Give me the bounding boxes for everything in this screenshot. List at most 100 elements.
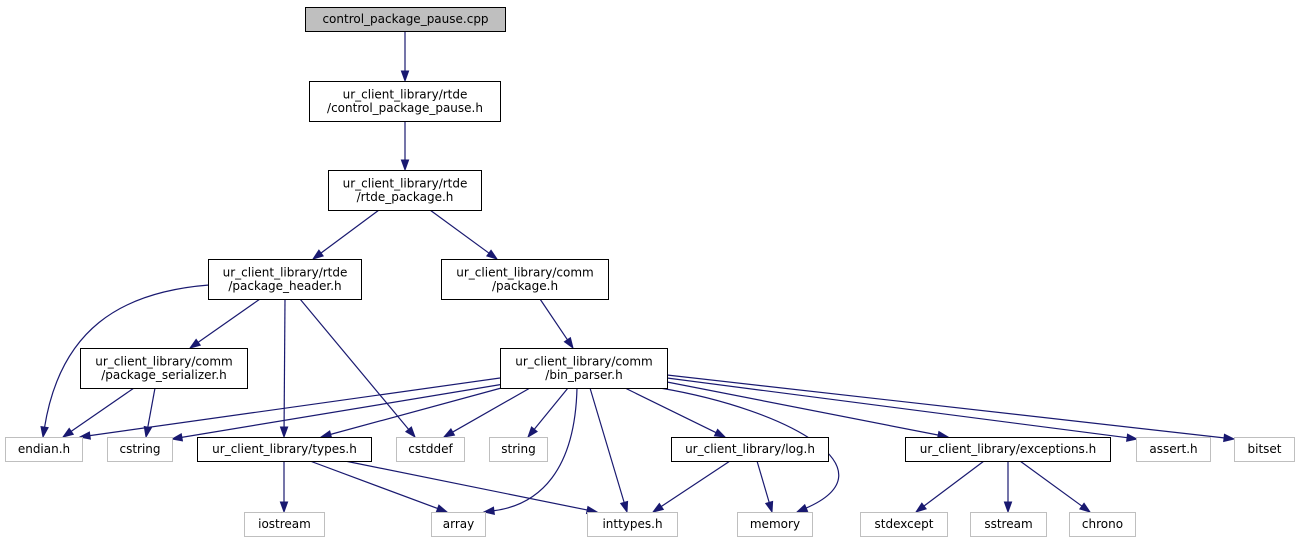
- edge-line: [666, 374, 1226, 439]
- arrowhead: [435, 504, 449, 513]
- node-label: assert.h: [1149, 442, 1197, 456]
- edge-bin_parser_h-to-types_h: [319, 386, 506, 439]
- arrowhead: [1078, 502, 1092, 513]
- arrowhead: [651, 502, 665, 513]
- node-iostream: iostream: [244, 512, 325, 537]
- node-bin-parser-h[interactable]: ur_client_library/comm/bin_parser.h: [500, 348, 668, 389]
- node-stdexcept: stdexcept: [860, 512, 948, 537]
- arrowhead: [713, 428, 727, 438]
- edge-bin_parser_h-to-string: [527, 387, 569, 439]
- arrowhead: [400, 70, 410, 83]
- edge-line: [624, 387, 718, 434]
- edge-bin_parser_h-to-cstddef: [442, 387, 531, 438]
- node-box: [671, 437, 829, 462]
- edge-line: [43, 284, 210, 429]
- edge-bin_parser_h-to-inttypes_h: [589, 387, 629, 514]
- node-types-h[interactable]: ur_client_library/types.h: [197, 437, 372, 462]
- edge-line: [309, 460, 439, 510]
- edge-line: [660, 460, 731, 508]
- node-box: [197, 437, 372, 462]
- edge-rtde_package_h-to-comm_package_h: [429, 209, 499, 260]
- edge-types_h-to-inttypes_h: [344, 460, 599, 515]
- node-box: [431, 512, 486, 537]
- edge-control_package_pause_cpp-to-control_package_pause_h: [400, 31, 410, 83]
- node-label: endian.h: [18, 442, 70, 456]
- node-label: /control_package_pause.h: [327, 101, 483, 115]
- node-sstream: sstream: [970, 512, 1047, 537]
- edge-line: [756, 460, 771, 504]
- edge-line: [344, 460, 589, 511]
- edge-rtde_package_h-to-package_header_h: [311, 209, 380, 260]
- node-box: [970, 512, 1047, 537]
- node-box: [489, 437, 548, 462]
- edge-line: [299, 298, 410, 431]
- arrowhead: [279, 501, 289, 514]
- edge-package_header_h-to-package_serializer_h: [188, 298, 261, 349]
- node-label: cstddef: [408, 442, 453, 456]
- edge-bin_parser_h-to-assert_h: [666, 377, 1139, 442]
- node-exceptions-h[interactable]: ur_client_library/exceptions.h: [905, 437, 1111, 462]
- edge-types_h-to-array: [309, 460, 449, 513]
- arrowhead: [442, 428, 456, 438]
- node-label: ur_client_library/types.h: [212, 442, 357, 456]
- node-label: ur_client_library/comm: [456, 265, 593, 279]
- node-control-package-pause-h[interactable]: ur_client_library/rtde/control_package_p…: [309, 81, 501, 122]
- arrowhead: [40, 425, 49, 439]
- edge-line: [922, 460, 985, 508]
- node-chrono: chrono: [1069, 512, 1136, 537]
- node-label: /rtde_package.h: [357, 190, 454, 204]
- node-control-package-pause-cpp[interactable]: control_package_pause.cpp: [305, 7, 506, 32]
- arrowhead: [188, 338, 202, 349]
- node-box: [309, 81, 501, 122]
- node-box: [1234, 437, 1295, 462]
- node-label: /package_serializer.h: [101, 368, 227, 382]
- node-box: [905, 437, 1111, 462]
- edge-comm_package_h-to-bin_parser_h: [539, 298, 574, 350]
- node-box: [500, 348, 668, 389]
- node-box: [396, 437, 465, 462]
- node-package-header-h[interactable]: ur_client_library/rtde/package_header.h: [208, 259, 362, 300]
- node-comm-package-h[interactable]: ur_client_library/comm/package.h: [441, 259, 609, 300]
- arrowhead: [311, 249, 325, 260]
- edge-exceptions_h-to-chrono: [1019, 460, 1092, 513]
- node-label: /package.h: [492, 279, 558, 293]
- edge-log_h-to-memory: [756, 460, 774, 514]
- node-box: [305, 7, 506, 32]
- node-package-serializer-h[interactable]: ur_client_library/comm/package_serialize…: [80, 348, 248, 389]
- arrowhead: [400, 159, 410, 172]
- edge-log_h-to-inttypes_h: [651, 460, 731, 513]
- arrowhead: [795, 503, 809, 513]
- node-label: ur_client_library/rtde: [343, 87, 468, 101]
- node-label: ur_client_library/exceptions.h: [920, 442, 1096, 456]
- node-layer: control_package_pause.cpp ur_client_libra…: [5, 7, 1295, 537]
- node-box: [5, 437, 83, 462]
- node-label: cstring: [119, 442, 160, 456]
- node-label: ur_client_library/log.h: [685, 442, 815, 456]
- edge-bin_parser_h-to-log_h: [624, 387, 727, 438]
- node-label: chrono: [1082, 517, 1123, 531]
- node-label: stdexcept: [875, 517, 934, 531]
- node-label: /package_header.h: [228, 279, 341, 293]
- node-label: ur_client_library/comm: [95, 354, 232, 368]
- node-box: [244, 512, 325, 537]
- node-box: [860, 512, 948, 537]
- arrowhead: [563, 336, 574, 350]
- edge-bin_parser_h-to-cstring: [170, 383, 505, 442]
- arrowhead: [482, 506, 495, 515]
- node-box: [1136, 437, 1211, 462]
- node-label: ur_client_library/rtde: [343, 176, 468, 190]
- arrowhead: [1126, 433, 1139, 442]
- edge-line: [492, 387, 578, 512]
- edge-line: [180, 383, 505, 439]
- edge-line: [319, 209, 380, 255]
- arrowhead: [764, 500, 774, 514]
- node-rtde-package-h[interactable]: ur_client_library/rtde/rtde_package.h: [328, 170, 482, 211]
- edge-package_header_h-to-types_h: [279, 298, 289, 439]
- node-label: ur_client_library/comm: [515, 354, 652, 368]
- edge-package_serializer_h-to-endian_h: [61, 387, 135, 438]
- node-log-h[interactable]: ur_client_library/log.h: [671, 437, 829, 462]
- node-box: [328, 170, 482, 211]
- edge-exceptions_h-to-stdexcept: [914, 460, 985, 513]
- edge-package_header_h-to-endian_h: [40, 284, 210, 439]
